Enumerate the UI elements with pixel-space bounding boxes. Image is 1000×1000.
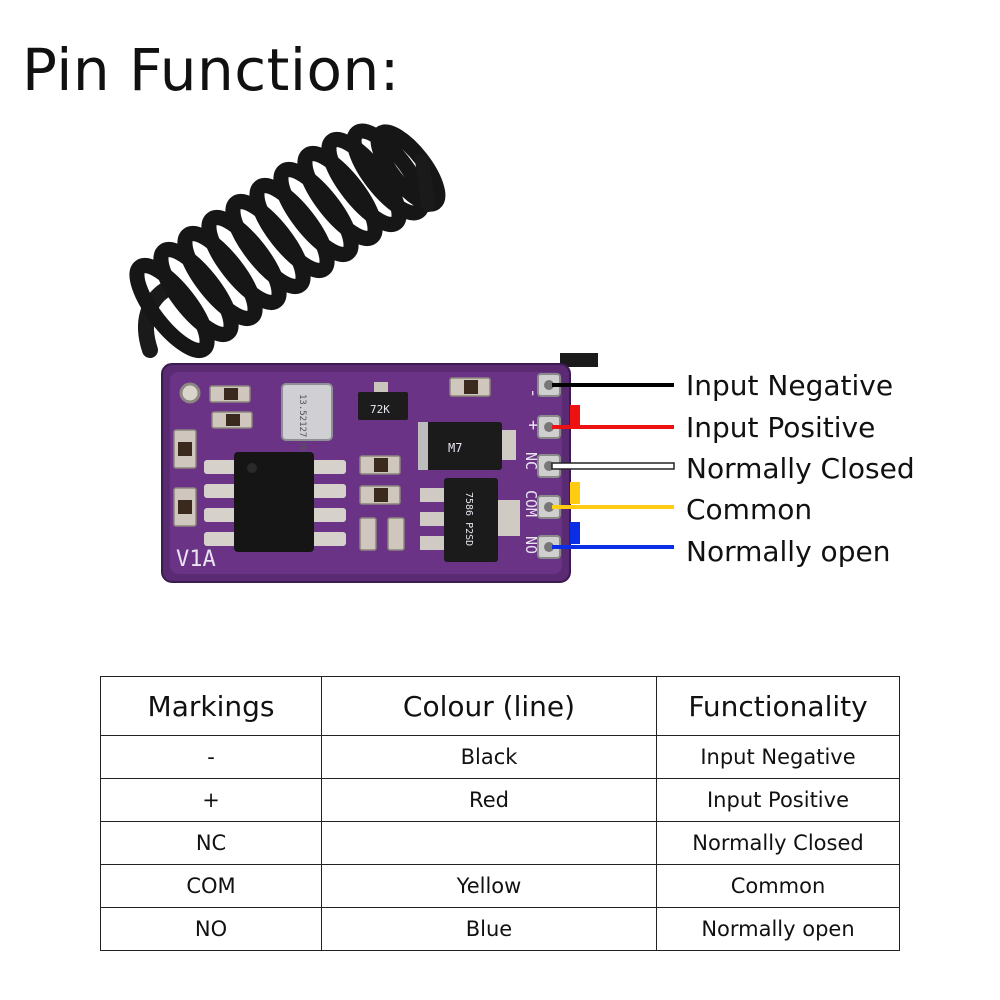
svg-text:COM: COM bbox=[522, 490, 540, 517]
cell-function: Input Positive bbox=[656, 778, 900, 822]
table-header-row: Markings Colour (line) Functionality bbox=[100, 676, 900, 736]
diode bbox=[418, 422, 502, 470]
pin-diagram: 13.52127 MHZ 72K bbox=[129, 123, 915, 583]
cell-colour: Red bbox=[321, 778, 657, 822]
cell-colour: Black bbox=[321, 735, 657, 779]
pin-callouts: Input Negative Input Positive Normally C… bbox=[551, 369, 915, 568]
svg-text:13.52127 MHZ: 13.52127 MHZ bbox=[297, 394, 307, 460]
cell-function: Common bbox=[656, 864, 900, 908]
pin-function-table: Markings Colour (line) Functionality - B… bbox=[100, 676, 900, 951]
voltage-regulator: 7586 P2SD bbox=[420, 478, 520, 562]
svg-text:M7: M7 bbox=[448, 441, 462, 455]
svg-text:7586 P2SD: 7586 P2SD bbox=[463, 492, 474, 546]
cell-function: Normally open bbox=[656, 907, 900, 951]
header-markings: Markings bbox=[100, 676, 322, 736]
svg-text:NC: NC bbox=[522, 452, 540, 470]
cell-marking: NC bbox=[100, 821, 322, 865]
cell-function: Normally Closed bbox=[656, 821, 900, 865]
cell-colour: Yellow bbox=[321, 864, 657, 908]
transistor bbox=[358, 392, 408, 420]
cell-marking: NO bbox=[100, 907, 322, 951]
mounting-hole bbox=[179, 382, 201, 404]
table-row: + Red Input Positive bbox=[100, 778, 900, 822]
cell-marking: COM bbox=[100, 864, 322, 908]
header-functionality: Functionality bbox=[656, 676, 900, 736]
page-title: Pin Function: bbox=[22, 36, 400, 104]
crystal-oscillator bbox=[281, 383, 333, 441]
cell-colour bbox=[321, 821, 657, 865]
pin-label-nc: Normally Closed bbox=[686, 452, 915, 485]
cell-function: Input Negative bbox=[656, 735, 900, 779]
pin-label-positive: Input Positive bbox=[686, 411, 875, 444]
board-pin-labels: - + NC COM NO bbox=[522, 388, 543, 554]
header-colour: Colour (line) bbox=[321, 676, 657, 736]
table-row: NC Normally Closed bbox=[100, 821, 900, 865]
svg-text:72K: 72K bbox=[370, 403, 390, 416]
main-ic-chip bbox=[204, 452, 346, 552]
pcb-board: 13.52127 MHZ 72K bbox=[161, 363, 580, 583]
cell-colour: Blue bbox=[321, 907, 657, 951]
pin-label-no: Normally open bbox=[686, 535, 890, 568]
svg-text:+: + bbox=[523, 420, 543, 430]
antenna-coil bbox=[129, 123, 598, 367]
board-marking: V1A bbox=[176, 547, 216, 572]
cell-marking: + bbox=[100, 778, 322, 822]
table-row: NO Blue Normally open bbox=[100, 907, 900, 951]
pin-label-negative: Input Negative bbox=[686, 369, 893, 402]
svg-text:-: - bbox=[523, 388, 543, 398]
svg-text:NO: NO bbox=[522, 536, 540, 554]
callout-line-nc bbox=[551, 462, 675, 470]
table-row: - Black Input Negative bbox=[100, 735, 900, 779]
table-row: COM Yellow Common bbox=[100, 864, 900, 908]
cell-marking: - bbox=[100, 735, 322, 779]
pin-label-common: Common bbox=[686, 493, 812, 526]
